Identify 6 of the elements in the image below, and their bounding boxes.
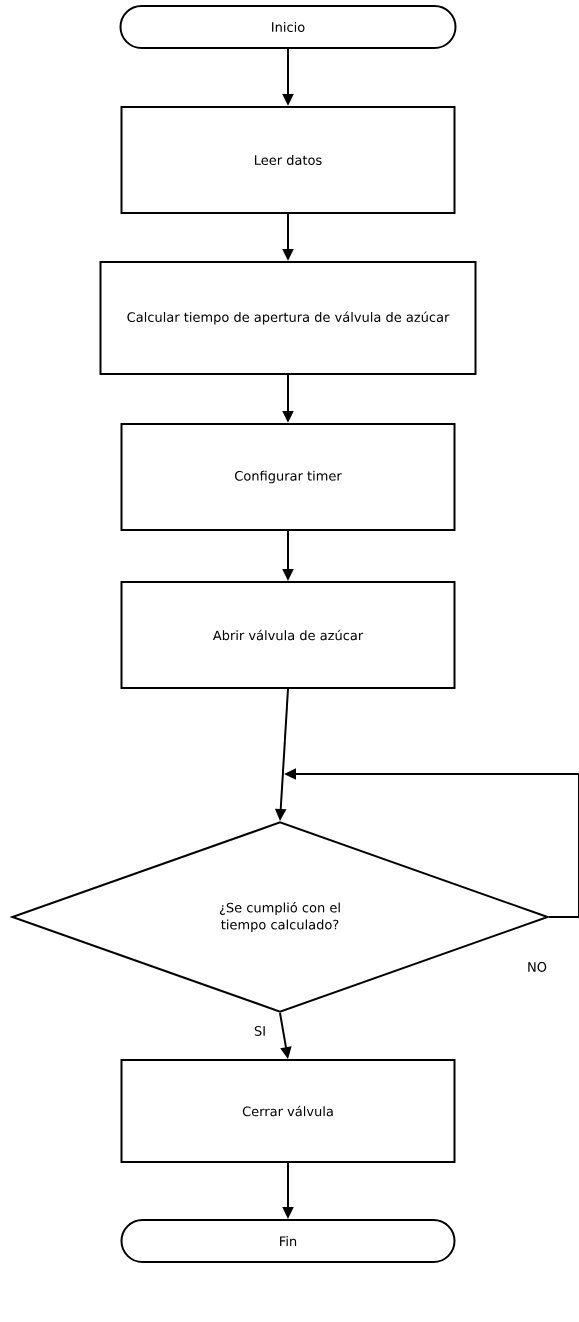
process-box: Leer datos [120, 106, 456, 214]
process-box: Abrir válvula de azúcar [120, 581, 456, 689]
process-box: Calcular tiempo de apertura de válvula de azúcar [99, 261, 477, 375]
process-box: Cerrar válvula [120, 1059, 456, 1163]
process-box: Configurar timer [120, 423, 456, 531]
edge-label: NO [525, 960, 549, 974]
